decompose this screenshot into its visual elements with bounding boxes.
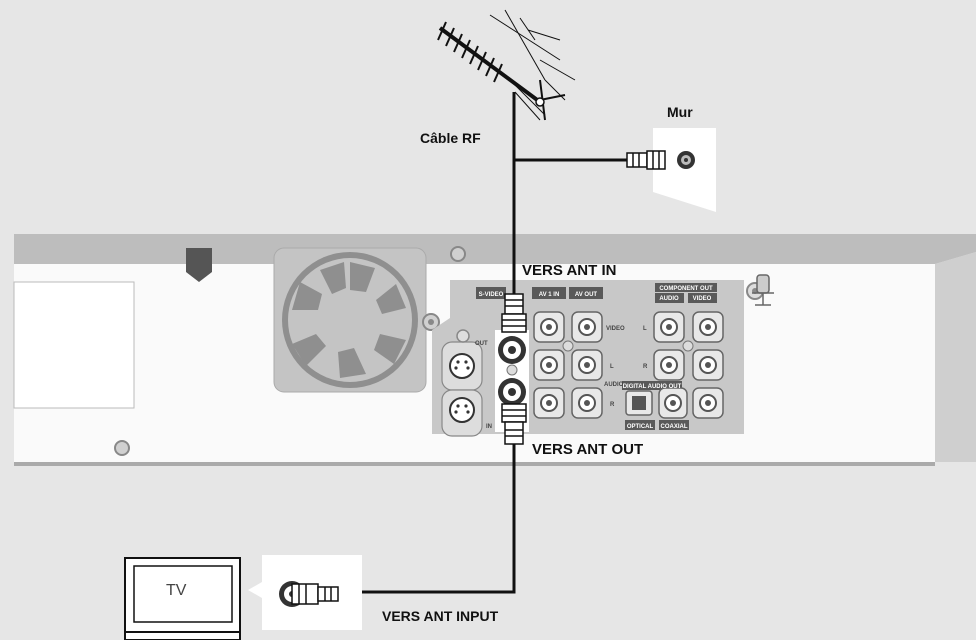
audio-l-label: L (610, 364, 614, 370)
antenna (437, 9, 576, 121)
component-out-label: COMPONENT OUT (659, 286, 713, 292)
antenna-jacks (495, 330, 529, 432)
component-audio-label: AUDIO (659, 296, 679, 302)
wall-plug-connector (626, 150, 666, 170)
tv-label: TV (166, 582, 187, 599)
tv-antenna-plug (279, 581, 339, 607)
rf-cables (340, 92, 627, 594)
av-out-label: AV OUT (575, 292, 598, 298)
wall-socket (677, 151, 695, 169)
out-label: OUT (475, 341, 488, 347)
ant-in-plug (501, 293, 527, 333)
mount-bracket (752, 274, 774, 306)
coaxial-label: COAXIAL (661, 424, 688, 430)
ant-out-plug (501, 403, 527, 445)
rf-cable-label: Câble RF (420, 130, 481, 146)
ant-input-label: VERS ANT INPUT (382, 608, 499, 624)
component-l-label: L (643, 326, 647, 332)
ant-out-label: VERS ANT OUT (532, 441, 644, 458)
jack-panel: S-VIDEO OUT IN AV 1 IN AV OUT VIDEO AUDI… (432, 280, 764, 437)
video-label: VIDEO (606, 326, 625, 332)
av1-in-label: AV 1 IN (539, 292, 560, 298)
wall-panel (653, 128, 716, 212)
wall-label: Mur (667, 104, 693, 120)
ant-in-label: VERS ANT IN (522, 262, 617, 279)
in-label: IN (486, 424, 492, 430)
digital-audio-out-label: DIGITAL AUDIO OUT (623, 384, 682, 390)
component-video-label: VIDEO (693, 296, 712, 302)
cooling-fan (273, 247, 440, 393)
audio-label: AUDIO (604, 382, 624, 388)
audio-r-label: R (610, 402, 615, 408)
component-r-label: R (643, 364, 648, 370)
s-video-label: S-VIDEO (479, 292, 504, 298)
tv-set (124, 557, 241, 640)
optical-label: OPTICAL (627, 424, 654, 430)
